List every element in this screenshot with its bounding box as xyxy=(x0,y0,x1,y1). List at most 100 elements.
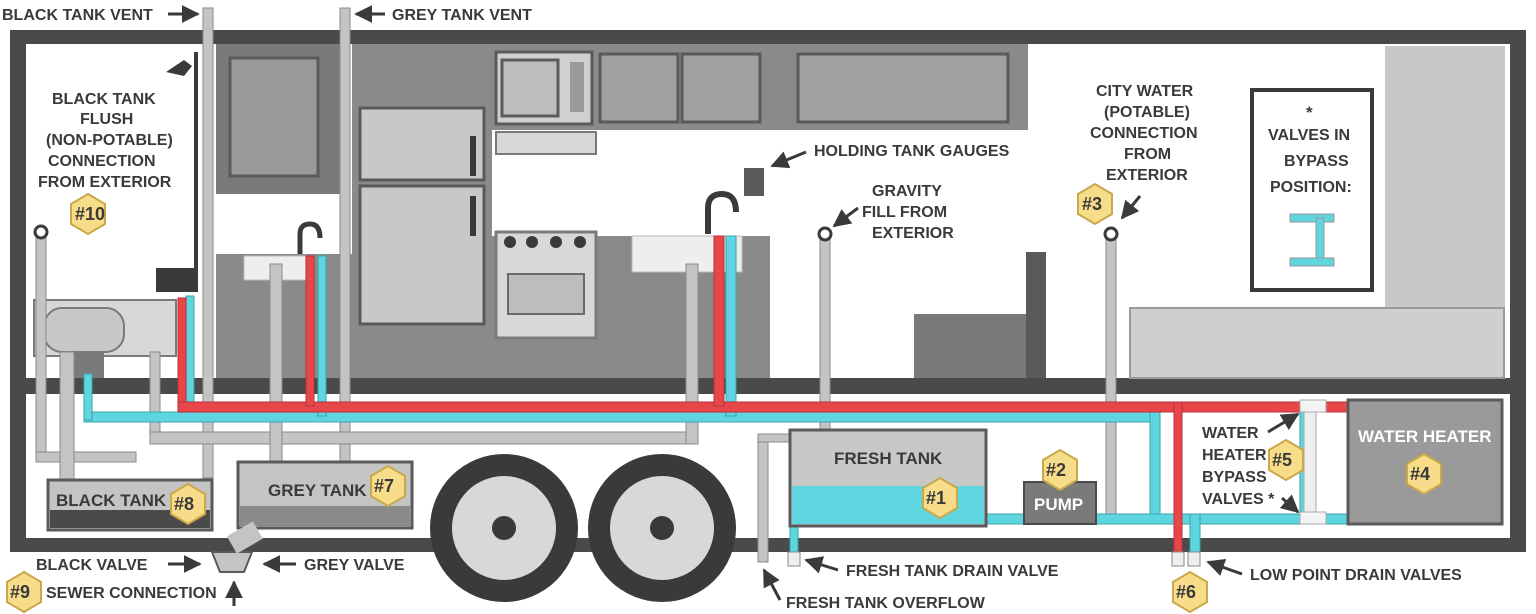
tank-gauge-panel xyxy=(744,168,764,196)
burner-1 xyxy=(504,236,516,248)
badge-5: #5 xyxy=(1268,438,1304,482)
low-point-drain-cold xyxy=(1187,551,1201,567)
svg-text:#1: #1 xyxy=(926,488,946,508)
svg-text:FROM: FROM xyxy=(1124,146,1171,163)
svg-text:#9: #9 xyxy=(10,582,30,602)
svg-text:BLACK TANK: BLACK TANK xyxy=(52,91,156,108)
burner-3 xyxy=(550,236,562,248)
black-tank-vent-pipe xyxy=(202,7,214,479)
fresh-tank-overflow-arrow xyxy=(762,568,782,601)
bypass-note-asterisk: * xyxy=(1306,103,1313,122)
rear-wall-panel xyxy=(1385,46,1505,308)
microwave-control xyxy=(570,62,584,112)
shower-pipe xyxy=(194,52,198,292)
badge-4: #4 xyxy=(1406,452,1442,496)
badge-2: #2 xyxy=(1042,448,1078,492)
badge-10: #10 xyxy=(70,192,106,236)
sewer-connection-label: SEWER CONNECTION xyxy=(46,585,217,602)
badge-1: #1 xyxy=(922,476,958,520)
svg-text:FLUSH: FLUSH xyxy=(80,111,133,128)
svg-text:#10: #10 xyxy=(75,204,105,224)
grey-valve-pipe xyxy=(226,521,263,554)
toilet-bowl xyxy=(43,307,125,353)
cold-water-pipes xyxy=(83,235,1351,559)
grey-tank-vent-pipe xyxy=(339,7,351,465)
low-point-drain-label: LOW POINT DRAIN VALVES xyxy=(1250,567,1462,584)
black-tank-vent-label: BLACK TANK VENT xyxy=(2,7,153,24)
badge-9: #9 xyxy=(6,570,42,614)
bypass-note-box xyxy=(1250,88,1374,292)
grey-tank-label: GREY TANK xyxy=(268,481,367,500)
grey-tank-fill xyxy=(240,506,410,526)
fridge-handle-bottom xyxy=(470,196,476,236)
svg-text:FROM EXTERIOR: FROM EXTERIOR xyxy=(38,174,172,191)
water-heater-label: WATER HEATER xyxy=(1358,427,1491,446)
burner-4 xyxy=(574,236,586,248)
bypass-valve-frame xyxy=(1303,401,1317,525)
city-water-arrow xyxy=(1120,195,1142,220)
upper-cabinet-door-3 xyxy=(796,52,1010,124)
water-heater-bypass-label: WATER HEATER BYPASS VALVES * xyxy=(1202,425,1275,508)
low-point-drain-hot xyxy=(1171,551,1185,567)
svg-text:#6: #6 xyxy=(1176,582,1196,602)
svg-text:BYPASS: BYPASS xyxy=(1202,469,1267,486)
svg-text:(POTABLE): (POTABLE) xyxy=(1104,104,1190,121)
burner-2 xyxy=(526,236,538,248)
fridge-handle-top xyxy=(470,136,476,176)
kitchen-faucet xyxy=(705,190,739,234)
bypass-note-line-2: BYPASS xyxy=(1284,153,1349,170)
rv-floor-divider xyxy=(26,378,1510,394)
city-water-connection xyxy=(1103,226,1119,242)
svg-text:#2: #2 xyxy=(1046,460,1066,480)
upper-cabinet-left-door xyxy=(228,56,320,178)
upper-cabinet-door-1 xyxy=(598,52,680,124)
svg-text:WATER: WATER xyxy=(1202,425,1259,442)
fridge-lower-door xyxy=(358,184,486,326)
svg-text:#8: #8 xyxy=(174,494,194,514)
fridge-upper-door xyxy=(358,106,486,182)
bypass-valve-bottom xyxy=(1299,511,1327,525)
gravity-fill-label: GRAVITY FILL FROM EXTERIOR xyxy=(862,183,954,242)
badge-6: #6 xyxy=(1172,570,1208,614)
svg-text:EXTERIOR: EXTERIOR xyxy=(872,225,954,242)
svg-text:(NON-POTABLE): (NON-POTABLE) xyxy=(46,132,173,149)
gravity-fill-arrow xyxy=(832,206,859,228)
svg-text:CONNECTION: CONNECTION xyxy=(48,153,156,170)
bath-faucet xyxy=(297,221,323,254)
dinette-seat xyxy=(914,314,1044,378)
svg-text:#4: #4 xyxy=(1410,464,1430,484)
oven-window xyxy=(507,273,585,315)
bypass-valve-top xyxy=(1299,399,1327,413)
black-tank-label: BLACK TANK xyxy=(56,491,167,510)
fresh-tank-overflow-label: FRESH TANK OVERFLOW xyxy=(786,595,986,612)
pump-label: PUMP xyxy=(1034,495,1083,514)
bypass-note-line-3: POSITION: xyxy=(1270,179,1352,196)
black-valve-label: BLACK VALVE xyxy=(36,557,148,574)
svg-text:#7: #7 xyxy=(374,476,394,496)
svg-text:CITY WATER: CITY WATER xyxy=(1096,83,1194,100)
svg-text:HEATER: HEATER xyxy=(1202,447,1267,464)
badge-7: #7 xyxy=(370,464,406,508)
svg-text:VALVES *: VALVES * xyxy=(1202,491,1275,508)
gravity-fill-connection xyxy=(817,226,833,242)
range-hood xyxy=(495,131,597,155)
svg-text:FILL FROM: FILL FROM xyxy=(862,204,947,221)
holding-tank-gauges-arrow xyxy=(770,150,807,169)
fresh-tank-drain-arrow xyxy=(804,556,839,574)
city-water-label: CITY WATER (POTABLE) CONNECTION FROM EXT… xyxy=(1090,83,1198,184)
upper-cabinet-door-2 xyxy=(680,52,762,124)
bypass-arrow-bottom xyxy=(1279,494,1300,514)
svg-text:GRAVITY: GRAVITY xyxy=(872,183,942,200)
sewer-connection-fitting xyxy=(210,551,254,573)
svg-text:#5: #5 xyxy=(1272,450,1292,470)
wheel-2 xyxy=(588,454,736,602)
wheel-1 xyxy=(430,454,578,602)
grey-valve-label: GREY VALVE xyxy=(304,557,405,574)
svg-text:EXTERIOR: EXTERIOR xyxy=(1106,167,1188,184)
sofa xyxy=(1129,307,1505,379)
badge-3: #3 xyxy=(1077,182,1113,226)
toilet-faucet xyxy=(156,268,196,292)
bypass-valve-icon xyxy=(1289,213,1335,267)
holding-tank-gauges-label: HOLDING TANK GAUGES xyxy=(814,143,1010,160)
